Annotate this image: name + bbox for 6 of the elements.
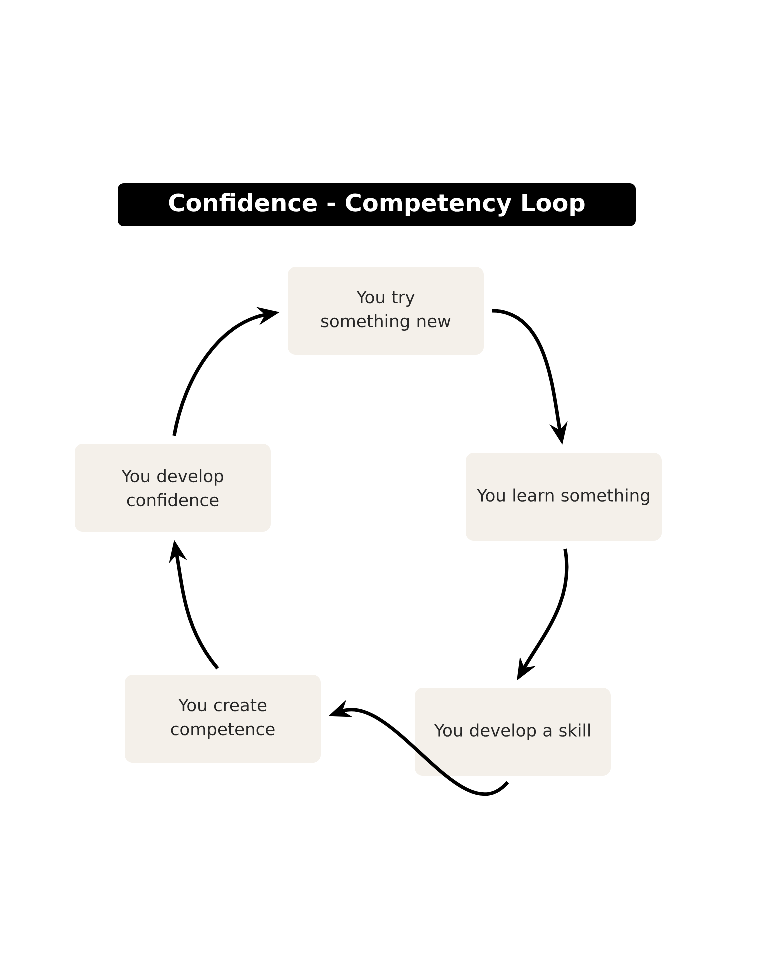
step-box: You try something new bbox=[288, 267, 484, 355]
step-box: You develop a skill bbox=[415, 688, 611, 776]
step-box: You develop confidence bbox=[75, 444, 271, 532]
step-box: You create competence bbox=[125, 675, 321, 763]
step-box: You learn something bbox=[466, 453, 662, 541]
title-banner: Confidence - Competency Loop bbox=[118, 184, 636, 226]
